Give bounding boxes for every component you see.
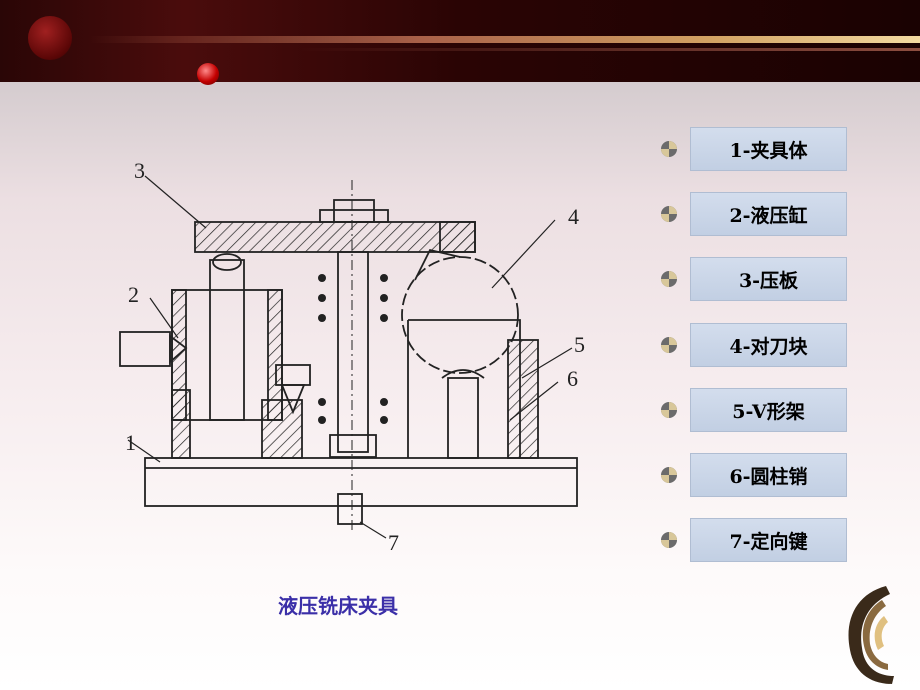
v-block-shape	[507, 339, 539, 459]
header-streak	[90, 36, 920, 43]
callout-3: 3	[134, 158, 145, 183]
bullet-icon	[661, 337, 677, 353]
bullet-icon	[661, 402, 677, 418]
legend-label: 3-压板	[690, 257, 847, 301]
callout-4: 4	[568, 204, 579, 229]
legend-label: 5-V形架	[690, 388, 847, 432]
pressure-fitting-shape	[119, 331, 171, 367]
setting-block-shape	[401, 256, 519, 374]
bolt-head-shape	[333, 199, 375, 223]
fixture-diagram: 1 2 3 4 5 6 7	[119, 158, 585, 555]
legend-label: 6-圆柱销	[690, 453, 847, 497]
bullet-icon	[661, 532, 677, 548]
legend-label: 4-对刀块	[690, 323, 847, 367]
legend-label: 1-夹具体	[690, 127, 847, 171]
bullet-icon	[661, 141, 677, 157]
callout-2: 2	[128, 282, 139, 307]
cylindrical-pin-shape	[447, 377, 479, 459]
legend-item-1: 1-夹具体	[660, 127, 850, 171]
fixture-body-shape	[144, 457, 578, 507]
bullet-icon	[661, 206, 677, 222]
clamp-plate-shape	[194, 221, 476, 253]
callout-1: 1	[125, 430, 136, 455]
legend-item-7: 7-定向键	[660, 518, 850, 562]
legend-item-6: 6-圆柱销	[660, 453, 850, 497]
legend-item-4: 4-对刀块	[660, 323, 850, 367]
header-orb-icon	[28, 16, 72, 60]
callout-5: 5	[574, 332, 585, 357]
bullet-icon	[661, 271, 677, 287]
callout-7: 7	[388, 530, 399, 555]
swirl-logo-icon	[848, 586, 894, 684]
header-streak-secondary	[300, 48, 920, 51]
bullet-icon	[661, 467, 677, 483]
legend-label: 7-定向键	[690, 518, 847, 562]
legend-item-5: 5-V形架	[660, 388, 850, 432]
legend-label: 2-液压缸	[690, 192, 847, 236]
red-dot-icon	[197, 63, 219, 85]
orientation-key-shape	[337, 493, 363, 525]
legend-item-2: 2-液压缸	[660, 192, 850, 236]
legend-item-3: 3-压板	[660, 257, 850, 301]
diagram-caption: 液压铣床夹具	[278, 594, 398, 618]
callout-6: 6	[567, 366, 578, 391]
